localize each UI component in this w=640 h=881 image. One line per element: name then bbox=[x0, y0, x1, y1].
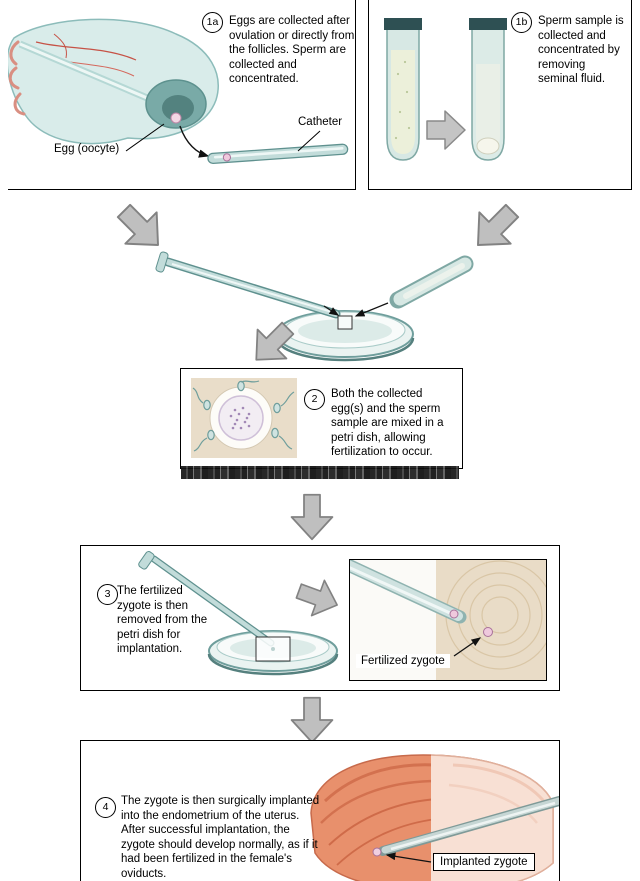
test-tube-pouring bbox=[389, 255, 474, 309]
panel-egg-retrieval: 1a Eggs are collected after ovulation or… bbox=[8, 0, 356, 190]
fertilization-egg-illustration bbox=[191, 378, 297, 458]
catheter-tube bbox=[207, 143, 349, 165]
sperm-cells bbox=[192, 380, 295, 452]
catheter-into-dish bbox=[155, 251, 341, 319]
step-1a-badge: 1a bbox=[202, 12, 223, 33]
test-tube-raw bbox=[384, 18, 422, 161]
transfer-arrow-icon bbox=[426, 110, 466, 150]
step-4-badge: 4 bbox=[95, 797, 116, 818]
step-1b-text: Sperm sample is collected and concentrat… bbox=[538, 15, 624, 86]
flow-arrow-step2-to-step3 bbox=[290, 493, 334, 541]
implanted-zygote-dot bbox=[372, 847, 382, 857]
catheter-label: Catheter bbox=[298, 116, 343, 128]
flow-arrow-from-1a bbox=[116, 203, 159, 246]
step-2-badge: 2 bbox=[304, 389, 325, 410]
step-3-box: 3 The fertilized zygote is then removed … bbox=[80, 545, 560, 691]
flow-arrow-step3-to-step4 bbox=[290, 696, 334, 744]
test-tube-concentrated bbox=[469, 18, 507, 161]
ovary-illustration bbox=[8, 18, 349, 165]
zygote-inset-box: Fertilized zygote bbox=[349, 559, 547, 681]
petri-dish bbox=[275, 310, 415, 362]
flow-arrow-dish-to-inset bbox=[295, 579, 338, 617]
flow-arrow-from-1b bbox=[477, 203, 520, 246]
step-1b-badge: 1b bbox=[511, 12, 532, 33]
implantation-catheter bbox=[378, 796, 559, 856]
fertilized-zygote-dot bbox=[483, 627, 493, 637]
egg-oocyte-dot bbox=[170, 112, 182, 124]
step-3-badge: 3 bbox=[97, 584, 118, 605]
panel-sperm-sample: 1b Sperm sample is collected and concent… bbox=[368, 0, 632, 190]
step-4-box: 4 The zygote is then surgically implante… bbox=[80, 740, 560, 881]
zygote-inset-illustration bbox=[350, 560, 546, 670]
egg-oocyte-label: Egg (oocyte) bbox=[54, 143, 120, 155]
test-tubes-illustration bbox=[384, 18, 507, 161]
flow-arrow-to-step2 bbox=[255, 321, 295, 361]
mixing-scene-illustration bbox=[155, 251, 474, 362]
step-3-text: The fertilized zygote is then removed fr… bbox=[117, 585, 208, 656]
corrupted-text-artifact bbox=[181, 466, 459, 479]
implanted-zygote-label: Implanted zygote bbox=[433, 853, 535, 871]
step-1a-text: Eggs are collected after ovulation or di… bbox=[229, 15, 355, 86]
uterus-implantation-illustration bbox=[310, 754, 559, 881]
step-4-text: The zygote is then surgically implanted … bbox=[121, 795, 320, 880]
step-2-text: Both the collected egg(s) and the sperm … bbox=[331, 388, 444, 459]
zygote-removal-illustration bbox=[138, 551, 339, 676]
fertilized-zygote-label: Fertilized zygote bbox=[356, 654, 450, 668]
step-2-box: 2 Both the collected egg(s) and the sper… bbox=[180, 368, 463, 469]
